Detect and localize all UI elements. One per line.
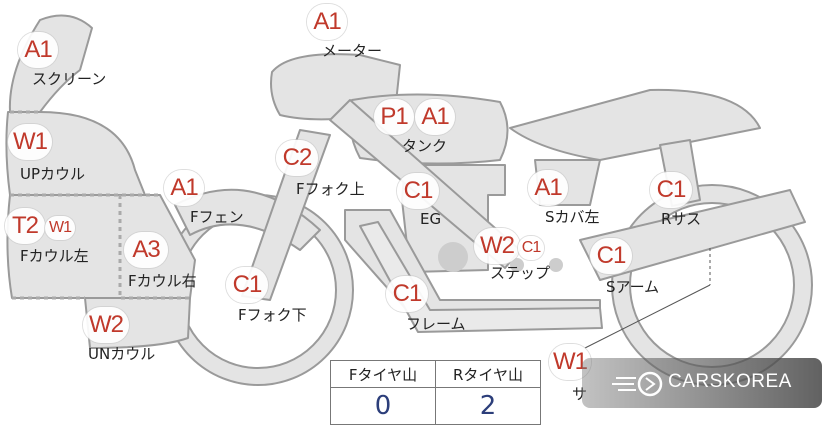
f-cowl-r-damage-code: A3 xyxy=(124,232,168,268)
f-cowl-l-damage-code-2: W1 xyxy=(45,216,75,240)
screen-label: スクリーン xyxy=(32,70,107,88)
tyre-tread-table: Fタイヤ山 Rタイヤ山 0 2 xyxy=(330,360,541,425)
s-cover-l-label: Sカバ左 xyxy=(545,208,600,226)
screen-damage-code: A1 xyxy=(18,32,58,68)
f-fork-down-damage-code: C1 xyxy=(226,267,268,303)
eg-damage-code: C1 xyxy=(397,173,439,209)
tank-damage-code-2: A1 xyxy=(415,99,455,135)
carskorea-watermark: CARSKOREA xyxy=(582,358,822,408)
un-cowl-damage-code: W2 xyxy=(83,307,129,343)
frame-damage-code: C1 xyxy=(386,276,428,312)
s-arm-damage-code: C1 xyxy=(590,238,632,274)
up-cowl-label: UPカウル xyxy=(20,165,86,183)
r-sus-damage-code: C1 xyxy=(650,172,692,208)
eg-label: EG xyxy=(420,210,442,228)
f-cowl-l-label: Fカウル左 xyxy=(20,247,89,265)
f-fork-up-label: Fフォク上 xyxy=(296,180,365,198)
f-fender-label: Fフェン xyxy=(190,208,244,226)
tank-label: タンク xyxy=(402,137,448,155)
f-cowl-l-damage-code-1: T2 xyxy=(5,208,45,244)
tank-damage-code-1: P1 xyxy=(374,99,414,135)
carskorea-logo-icon xyxy=(612,371,663,397)
watermark-text: CARSKOREA xyxy=(668,371,792,392)
un-cowl-label: UNカウル xyxy=(88,345,156,363)
front-tyre-value: 0 xyxy=(330,387,436,425)
meter-label: メーター xyxy=(322,42,383,60)
frame-label: フレーム xyxy=(406,315,466,333)
step-damage-code-2: C1 xyxy=(518,236,544,260)
f-cowl-r-label: Fカウル右 xyxy=(128,272,197,290)
seat-part xyxy=(509,88,761,161)
step-damage-code-1: W2 xyxy=(474,228,520,264)
s-cover-l-damage-code: A1 xyxy=(528,170,568,206)
step-label: ステップ xyxy=(490,264,551,282)
f-fork-up-damage-code: C2 xyxy=(276,140,318,176)
rear-tyre-value: 2 xyxy=(435,387,541,425)
s-arm-label: Sアーム xyxy=(606,278,660,296)
front-tyre-header: Fタイヤ山 xyxy=(330,360,436,388)
meter-damage-code: A1 xyxy=(307,4,347,40)
rear-tyre-header: Rタイヤ山 xyxy=(435,360,541,388)
f-fork-down-label: Fフォク下 xyxy=(238,306,307,324)
r-sus-label: Rサス xyxy=(661,210,702,228)
up-cowl-damage-code: W1 xyxy=(8,124,52,160)
f-fender-damage-code: A1 xyxy=(164,170,204,206)
